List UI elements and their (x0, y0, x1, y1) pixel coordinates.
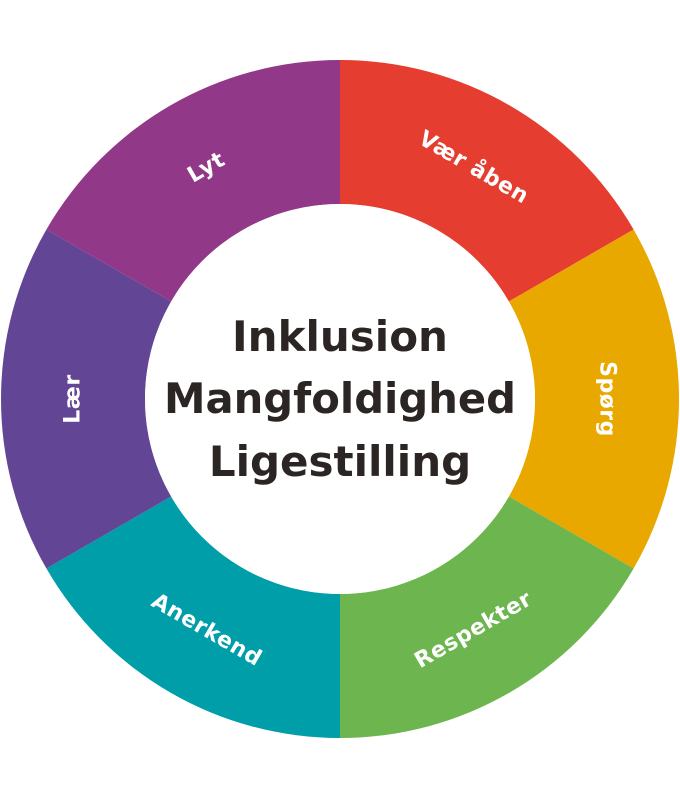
segment-label: Lær (61, 374, 86, 423)
segment-label: Spørg (595, 361, 620, 437)
center-line-inklusion: Inklusion (232, 312, 448, 361)
segment-anerkend (46, 496, 340, 738)
segment-spørg (508, 229, 679, 569)
segment-lær (0, 229, 172, 569)
segment-lyt (46, 60, 340, 302)
ring-segments (0, 60, 679, 738)
center-text: Inklusion Mangfoldighed Ligestilling (164, 312, 516, 486)
segment-respekter (340, 496, 634, 738)
segment-vær-åben (340, 60, 634, 302)
center-line-mangfoldighed: Mangfoldighed (164, 374, 516, 423)
center-line-ligestilling: Ligestilling (209, 437, 471, 486)
center-hub (145, 204, 535, 594)
